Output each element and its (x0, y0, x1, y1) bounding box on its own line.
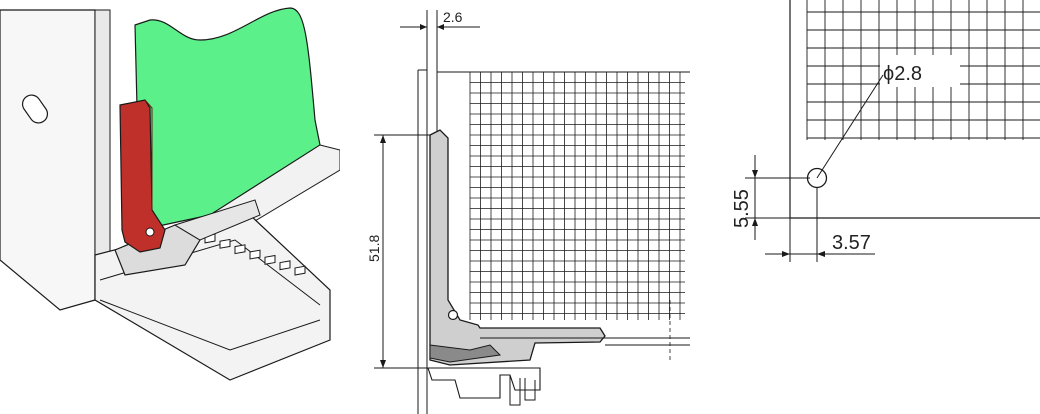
latch-section (429, 344, 502, 363)
isometric-svg (0, 7, 340, 381)
rail-foot-1 (509, 375, 521, 406)
latch-lever (119, 99, 166, 253)
isometric-illustration (0, 0, 340, 414)
latch-lever-edge (144, 99, 153, 210)
cross-section-svg: 2.6 51.8 (366, 9, 690, 414)
bracket-hole (447, 309, 459, 321)
rail-line-2 (99, 299, 321, 351)
dim-51-8-arrow-top (380, 135, 386, 143)
component-grid (469, 71, 685, 320)
dim-hole-diameter: ϕ2.8 (883, 63, 922, 85)
hole-detail-svg: ϕ2.8 5.55 3.57 (731, 0, 1040, 262)
dim-51-8-arrow-bottom (380, 360, 386, 368)
dim-2-6-arrow-right (437, 24, 444, 30)
dim-hole-horizontal: 3.57 (832, 232, 871, 254)
dim-3-57-arrow-left (782, 251, 790, 257)
dim-5-55-arrow-bottom (752, 218, 758, 226)
pcb-board (134, 7, 321, 231)
dim-panel-thickness: 2.6 (443, 9, 463, 25)
rail-section (427, 367, 541, 399)
hole-leader (816, 74, 884, 179)
cross-section-drawing: 2.6 51.8 (360, 0, 690, 414)
latch-pivot (145, 227, 155, 237)
dim-3-57-arrow-right (817, 251, 825, 257)
hole-detail-drawing: ϕ2.8 5.55 3.57 (720, 0, 1040, 414)
latch-arm (173, 199, 261, 241)
dim-5-55-arrow-top (752, 170, 758, 178)
bracket-profile (429, 129, 606, 366)
side-slot (21, 94, 49, 124)
dim-hole-vertical: 5.55 (731, 189, 753, 228)
dim-2-6-arrow-left (420, 24, 427, 30)
side-panel (0, 9, 96, 311)
dim-bracket-height: 51.8 (366, 235, 382, 262)
label-mask (880, 55, 960, 87)
rail-foot-2 (524, 378, 536, 401)
